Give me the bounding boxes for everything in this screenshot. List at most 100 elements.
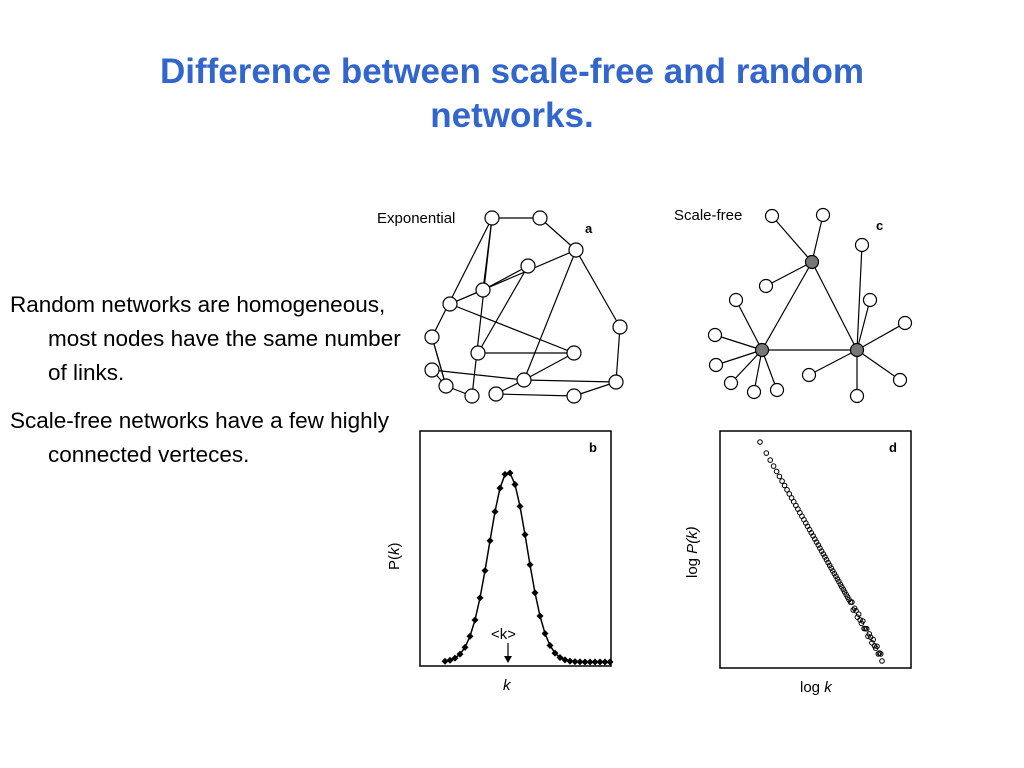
network-node	[532, 210, 548, 226]
network-edge	[477, 265, 529, 354]
data-point	[817, 545, 823, 551]
data-point	[822, 554, 828, 560]
panel-d-ylabel: log P(k)	[684, 526, 701, 578]
data-point	[779, 478, 785, 484]
network-edge	[482, 265, 529, 291]
panel-a-exponential-network: Exponential a	[377, 210, 628, 404]
data-point	[506, 469, 514, 477]
data-point	[481, 567, 489, 575]
data-point	[866, 631, 873, 637]
network-edge	[808, 349, 858, 376]
panel-a-edges	[431, 217, 621, 397]
data-point	[878, 651, 884, 657]
panel-b-mean-label: <k>	[491, 626, 516, 643]
network-node	[897, 315, 913, 331]
panel-b-letter: b	[589, 440, 597, 455]
network-node	[854, 237, 870, 253]
network-node	[566, 388, 582, 404]
bullet-random-networks: Random networks are homogeneous, most no…	[10, 292, 401, 385]
data-point	[833, 573, 839, 580]
data-point	[541, 629, 549, 637]
data-point	[556, 654, 564, 662]
data-point	[461, 643, 469, 651]
bullet-list: Random networks are homogeneous, most no…	[10, 288, 410, 486]
data-point	[823, 556, 830, 563]
data-point	[596, 658, 604, 666]
network-edge	[811, 214, 824, 263]
panel-c-nodes	[707, 207, 913, 404]
network-node	[520, 258, 536, 274]
panel-c-label: Scale-free	[674, 207, 742, 224]
network-edge	[431, 369, 525, 381]
network-edge	[523, 249, 577, 381]
data-point	[521, 531, 529, 539]
data-point	[501, 470, 509, 478]
data-point	[826, 562, 833, 569]
data-point	[441, 657, 449, 665]
data-point	[566, 657, 574, 665]
data-point	[830, 568, 836, 574]
network-node	[708, 357, 724, 373]
panel-d-power-law-distribution: d log k log P(k)	[684, 430, 912, 696]
network-edge	[539, 217, 577, 251]
panel-d-points	[757, 439, 885, 664]
data-point	[526, 561, 534, 569]
data-point	[581, 658, 589, 666]
network-edge	[761, 261, 813, 351]
network-edge	[811, 261, 858, 351]
data-point	[849, 599, 855, 605]
network-edge	[714, 334, 763, 351]
network-edge	[523, 379, 617, 383]
network-node	[484, 210, 500, 226]
network-node	[764, 208, 780, 224]
data-point	[784, 487, 790, 493]
hub-node	[849, 342, 865, 358]
data-point	[853, 608, 859, 614]
network-edge	[615, 326, 621, 383]
data-point	[786, 491, 793, 497]
panel-b-xlabel: k	[503, 677, 512, 694]
data-point	[531, 589, 539, 597]
network-edge	[761, 349, 778, 391]
panel-c-edges	[714, 214, 906, 396]
network-node	[475, 282, 491, 298]
network-edge	[856, 349, 901, 381]
hub-node	[754, 342, 770, 358]
network-node	[769, 382, 785, 398]
panel-b-poisson-distribution: b <k> k P(k)	[386, 430, 614, 694]
network-node	[470, 345, 486, 361]
data-point	[757, 439, 763, 445]
data-point	[446, 656, 454, 664]
data-point	[860, 618, 866, 624]
data-point	[863, 625, 870, 632]
data-point	[516, 502, 524, 510]
data-point	[770, 463, 777, 469]
bullet-scale-free-networks: Scale-free networks have a few highly co…	[10, 408, 389, 467]
network-edge	[730, 349, 763, 384]
data-point	[551, 649, 559, 657]
network-node	[849, 388, 865, 404]
data-point	[586, 658, 594, 666]
data-point	[781, 482, 788, 489]
network-node	[728, 292, 744, 308]
panel-d-xlabel: log k	[800, 679, 833, 696]
data-point	[874, 643, 880, 650]
network-edge	[856, 299, 871, 351]
data-point	[576, 658, 584, 666]
network-edge	[575, 249, 621, 328]
data-point	[767, 457, 774, 463]
network-edge	[495, 393, 575, 397]
data-point	[451, 654, 459, 662]
data-point	[466, 632, 474, 640]
data-point	[606, 658, 614, 666]
data-point	[536, 612, 544, 620]
network-node	[566, 345, 582, 361]
network-edge	[856, 244, 863, 351]
panel-d-frame	[719, 430, 912, 669]
panel-c-letter: c	[876, 218, 883, 233]
data-point	[879, 658, 885, 664]
data-point	[825, 559, 831, 566]
network-edge	[735, 299, 763, 351]
data-point	[776, 473, 783, 480]
